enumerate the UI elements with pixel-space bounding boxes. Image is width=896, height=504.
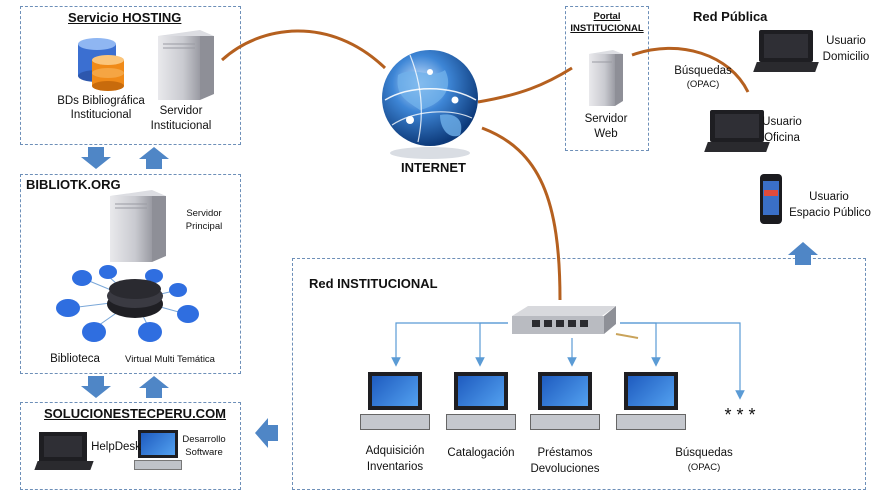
busquedas-label: Búsquedas — [675, 447, 733, 459]
opac-publica: (OPAC) — [686, 79, 720, 90]
internet-globe — [382, 50, 478, 159]
catalogacion-label: Catalogación — [447, 447, 515, 459]
db-label-2: Institucional — [70, 109, 132, 121]
prestamos-label-1: Préstamos — [537, 447, 593, 459]
link-internet-portal — [477, 66, 573, 104]
soluciones-box — [20, 402, 241, 490]
link-portal-users — [631, 46, 750, 93]
usuario-oficina-2: Oficina — [764, 132, 800, 144]
red-institucional-box — [292, 258, 866, 490]
red-institucional-title: Red INSTITUCIONAL — [309, 276, 438, 291]
desarrollo-label-2: Software — [185, 447, 223, 458]
internet-label: INTERNET — [401, 160, 466, 175]
helpdesk-label: HelpDesk — [91, 441, 141, 453]
web-server-label-2: Web — [594, 128, 618, 140]
server-icon-web — [589, 50, 623, 106]
tablet-icon-adquisicion — [360, 372, 430, 436]
server-icon-principal — [110, 190, 166, 262]
virtual-library-hub — [56, 265, 199, 342]
switch-tree — [391, 322, 745, 400]
database-icon — [78, 38, 124, 91]
principal-server-label-2: Principal — [185, 221, 223, 232]
laptop-icon-domicilio — [753, 30, 819, 76]
bibliotk-title: BIBLIOTK.ORG — [26, 177, 121, 192]
bibliotk-box — [20, 174, 241, 374]
usuario-domicilio-2: Domicilio — [822, 51, 870, 63]
link-internet-switch — [481, 126, 562, 301]
smartphone-icon — [760, 174, 782, 224]
hosting-box — [20, 6, 241, 145]
portal-box — [565, 6, 649, 151]
biblioteca-label-1: Biblioteca — [50, 353, 100, 365]
portal-title-2: INSTITUCIONAL — [570, 23, 644, 34]
soluciones-title: SOLUCIONESTECPERU.COM — [44, 406, 227, 421]
link-hosting-internet — [220, 29, 387, 70]
usuario-espacio-2: Espacio Público — [789, 207, 871, 219]
adquisicion-label-1: Adquisición — [365, 445, 425, 457]
portal-title-1: Portal — [593, 11, 621, 22]
network-switch — [512, 306, 639, 339]
tablet-icon-busquedas — [616, 372, 686, 436]
server-icon-hosting — [158, 30, 214, 100]
laptop-icon-oficina — [704, 110, 770, 156]
adquisicion-label-2: Inventarios — [366, 461, 424, 473]
usuario-espacio-1: Usuario — [809, 191, 849, 203]
usuario-oficina-1: Usuario — [762, 116, 802, 128]
desarrollo-label-1: Desarrollo — [182, 434, 226, 445]
biblioteca-label-2: Virtual Multi Temática — [125, 354, 215, 365]
usuario-domicilio-1: Usuario — [826, 35, 866, 47]
busquedas-publica: Búsquedas — [674, 65, 732, 77]
opac-label: (OPAC) — [687, 462, 721, 473]
prestamos-label-2: Devoluciones — [530, 463, 600, 475]
red-publica-title: Red Pública — [693, 9, 768, 24]
tablet-icon-desarrollo — [134, 430, 184, 474]
more-indicator: * * * — [724, 405, 756, 425]
laptop-icon-helpdesk — [34, 432, 94, 474]
hosting-title: Servicio HOSTING — [68, 10, 182, 25]
principal-server-label-1: Servidor — [186, 208, 222, 219]
hosting-server-label-1: Servidor — [159, 105, 203, 117]
tablet-icon-prestamos — [530, 372, 600, 436]
web-server-label-1: Servidor — [584, 113, 628, 125]
db-label-1: BDs Bibliográfica — [57, 95, 145, 107]
block-arrows — [81, 147, 818, 448]
tablet-icon-catalogacion — [446, 372, 516, 436]
hosting-server-label-2: Institucional — [150, 120, 212, 132]
